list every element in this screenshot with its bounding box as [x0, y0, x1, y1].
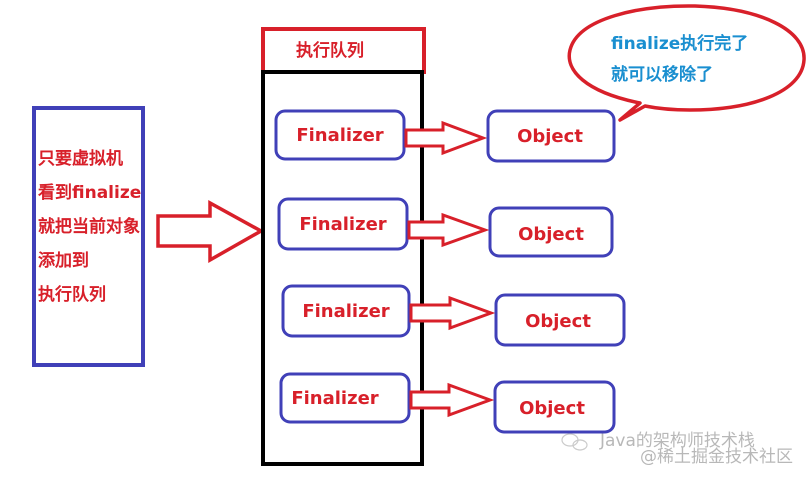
big-arrow-icon — [156, 200, 265, 264]
finalizer-label: Finalizer — [296, 125, 383, 146]
left-note-box — [32, 106, 145, 367]
watermark-line1: Java的架构师技术栈 — [599, 431, 755, 451]
finalizer-box — [274, 109, 406, 161]
finalizer-box — [279, 372, 411, 424]
object-label: Object — [519, 398, 585, 419]
finalizer-label: Finalizer — [299, 214, 386, 235]
speech-bubble — [567, 4, 806, 122]
bubble-line: 就可以移除了 — [611, 64, 713, 85]
object-box — [488, 206, 614, 258]
arrow-icon — [409, 382, 495, 418]
arrow-icon — [404, 120, 488, 156]
finalizer-box — [277, 197, 409, 251]
finalizer-label: Finalizer — [291, 388, 378, 409]
object-label: Object — [517, 126, 583, 147]
wechat-icon — [561, 433, 588, 451]
left-note-line: 就把当前对象 — [38, 216, 140, 237]
queue-title: 执行队列 — [296, 40, 364, 61]
object-box — [493, 380, 616, 434]
arrow-icon — [409, 295, 496, 331]
arrow-icon — [407, 212, 490, 248]
finalizer-label: Finalizer — [302, 301, 389, 322]
watermark-line2: @稀土掘金技术社区 — [640, 447, 793, 467]
bubble-line: finalize执行完了 — [611, 33, 748, 54]
object-box — [494, 293, 626, 347]
left-note-line: 执行队列 — [38, 284, 106, 305]
finalizer-box — [281, 284, 411, 338]
object-label: Object — [518, 224, 584, 245]
left-note-line: 添加到 — [38, 250, 89, 271]
queue-container — [261, 70, 424, 466]
left-note-line: 只要虚拟机 — [38, 148, 123, 169]
object-box — [486, 109, 616, 163]
object-label: Object — [525, 311, 591, 332]
left-note-line: 看到finalize — [37, 182, 141, 203]
